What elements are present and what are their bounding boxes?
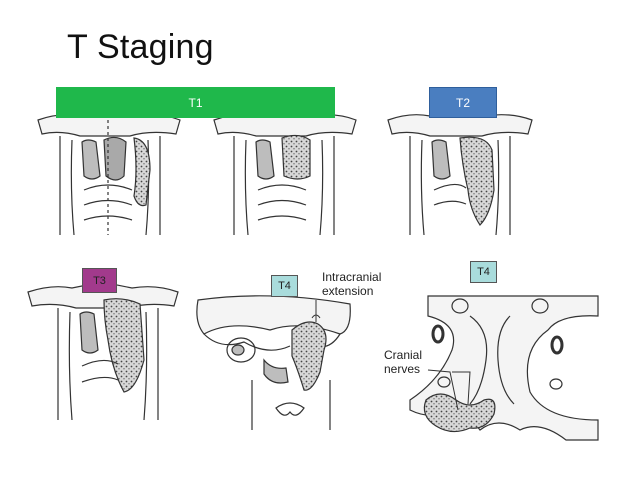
t2-diagram <box>387 109 533 236</box>
t4-intracranial-diagram <box>196 295 351 430</box>
t4-cranial-nerves-stage-tag: T4 <box>470 261 497 283</box>
cranial-label-line2: nerves <box>384 362 421 376</box>
t1-left-diagram <box>37 109 181 236</box>
t3-diagram <box>27 281 179 421</box>
slide-title: T Staging <box>67 28 214 66</box>
t4-cranial-nerves-diagram <box>409 295 599 441</box>
cranial-label-line1: Cranial <box>384 348 423 362</box>
t1-right-diagram <box>213 109 357 236</box>
t4-intracranial-stage-tag: T4 <box>271 275 298 297</box>
t1-stage-tag: T1 <box>56 87 335 118</box>
intracranial-label-line2: extension <box>322 284 374 298</box>
intracranial-extension-label: Intracranial extension <box>322 270 381 298</box>
intracranial-label-line1: Intracranial <box>322 270 382 284</box>
cranial-nerves-label: Cranial nerves <box>384 348 422 376</box>
t2-stage-tag: T2 <box>429 87 497 118</box>
t3-stage-tag: T3 <box>82 268 117 293</box>
